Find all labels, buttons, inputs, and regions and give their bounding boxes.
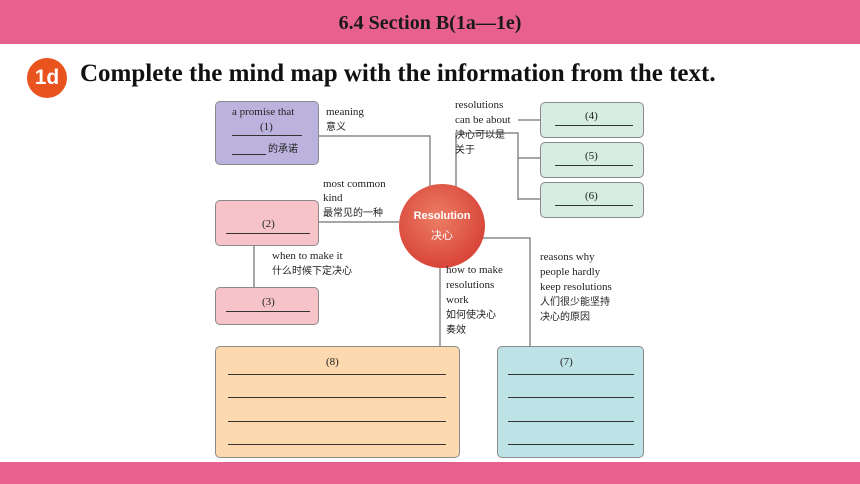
about-label-en-2: can be about	[455, 114, 511, 126]
how-blank-1[interactable]	[228, 374, 446, 375]
center-node-resolution: Resolution 决心	[399, 184, 485, 268]
meaning-box-line1: a promise that	[232, 106, 295, 118]
about-box-4-num: (4)	[585, 110, 598, 122]
connector-reasons	[478, 237, 531, 348]
reasons-blank-2[interactable]	[508, 397, 634, 398]
when-box-num: (3)	[262, 296, 275, 308]
common-label-en-1: most common	[323, 178, 386, 190]
about-box-6: (6)	[540, 182, 644, 218]
center-label-en: Resolution	[413, 210, 471, 222]
common-box-num: (2)	[262, 218, 275, 230]
meaning-box-num: (1)	[260, 121, 273, 133]
footer-bar	[0, 462, 860, 484]
reasons-blank-4[interactable]	[508, 444, 634, 445]
about-label-cn-2: 关于	[455, 145, 475, 156]
how-box-num: (8)	[326, 356, 339, 368]
about-label-cn-1: 决心可以是	[455, 130, 505, 141]
reasons-label-en-3: keep resolutions	[540, 281, 612, 293]
connector-meaning	[318, 135, 431, 190]
about-blank-5[interactable]	[555, 165, 633, 166]
common-label-en-2: kind	[323, 192, 343, 204]
reasons-box: (7)	[497, 346, 644, 458]
meaning-blank-1[interactable]	[232, 135, 302, 136]
how-label-cn-2: 奏效	[446, 325, 466, 336]
center-label-cn: 决心	[431, 229, 453, 242]
about-blank-4[interactable]	[555, 125, 633, 126]
header-bar: 6.4 Section B(1a—1e)	[0, 0, 860, 44]
when-label-cn: 什么时候下定决心	[272, 266, 352, 277]
about-box-5: (5)	[540, 142, 644, 178]
meaning-label-en: meaning	[326, 106, 364, 118]
how-blank-4[interactable]	[228, 444, 446, 445]
reasons-label-cn-1: 人们很少能坚持	[540, 297, 610, 308]
about-blank-6[interactable]	[555, 205, 633, 206]
meaning-box: a promise that (1) 的承诺	[215, 101, 319, 165]
common-box: (2)	[215, 200, 319, 246]
common-label-cn: 最常见的一种	[323, 208, 383, 219]
task-badge: 1d	[27, 58, 67, 98]
about-label-en-1: resolutions	[455, 99, 504, 111]
section-title: 6.4 Section B(1a—1e)	[338, 12, 522, 34]
meaning-label-cn: 意义	[326, 122, 346, 133]
about-box-6-num: (6)	[585, 190, 598, 202]
task-instruction: Complete the mind map with the informati…	[80, 60, 716, 87]
reasons-label-en-2: people hardly	[540, 266, 601, 278]
when-box: (3)	[215, 287, 319, 325]
how-label-en-3: work	[446, 294, 469, 306]
when-label-en: when to make it	[272, 250, 343, 262]
about-box-4: (4)	[540, 102, 644, 138]
how-box: (8)	[215, 346, 460, 458]
how-blank-2[interactable]	[228, 397, 446, 398]
reasons-label-cn-2: 决心的原因	[540, 312, 590, 323]
when-blank[interactable]	[226, 311, 310, 312]
reasons-label-en-1: reasons why	[540, 251, 595, 263]
meaning-blank-2[interactable]	[232, 154, 266, 155]
how-label-en-1: how to make	[446, 264, 503, 276]
connector-about	[455, 132, 519, 200]
how-blank-3[interactable]	[228, 421, 446, 422]
reasons-blank-3[interactable]	[508, 421, 634, 422]
about-box-5-num: (5)	[585, 150, 598, 162]
meaning-box-cn: 的承诺	[268, 144, 298, 155]
reasons-blank-1[interactable]	[508, 374, 634, 375]
common-blank[interactable]	[226, 233, 310, 234]
reasons-box-num: (7)	[560, 356, 573, 368]
how-label-en-2: resolutions	[446, 279, 495, 291]
how-label-cn-1: 如何使决心	[446, 310, 496, 321]
